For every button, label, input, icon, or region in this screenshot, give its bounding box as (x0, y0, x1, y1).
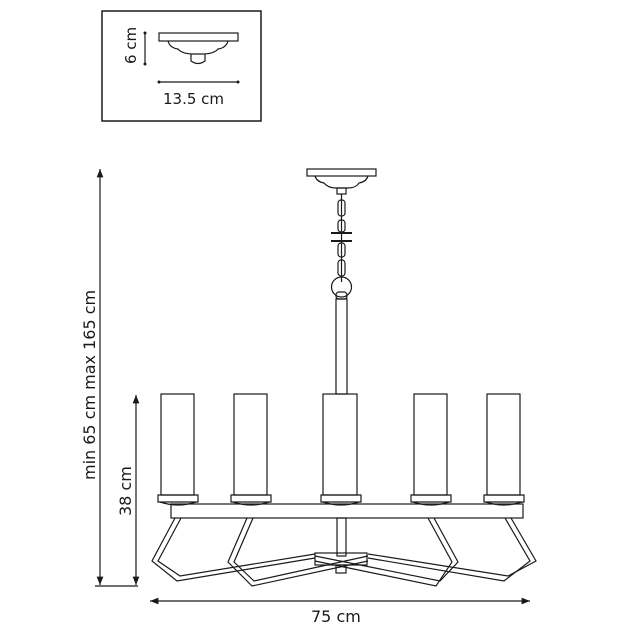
total-height-label: min 65 cm max 165 cm (80, 290, 99, 480)
inset-width-label: 13.5 cm (163, 90, 224, 108)
decorative-arms (151, 517, 537, 587)
center-rod (335, 298, 348, 395)
lamp-shades (157, 393, 525, 506)
inset-height-label: 6 cm (122, 27, 140, 64)
cross-bar (170, 503, 524, 574)
suspension-chain (330, 194, 353, 300)
width-label: 75 cm (311, 607, 361, 626)
ceiling-canopy (306, 168, 377, 195)
ceiling-canopy-inset (101, 10, 262, 122)
dimension-lines (95, 169, 530, 605)
body-height-label: 38 cm (116, 466, 135, 516)
